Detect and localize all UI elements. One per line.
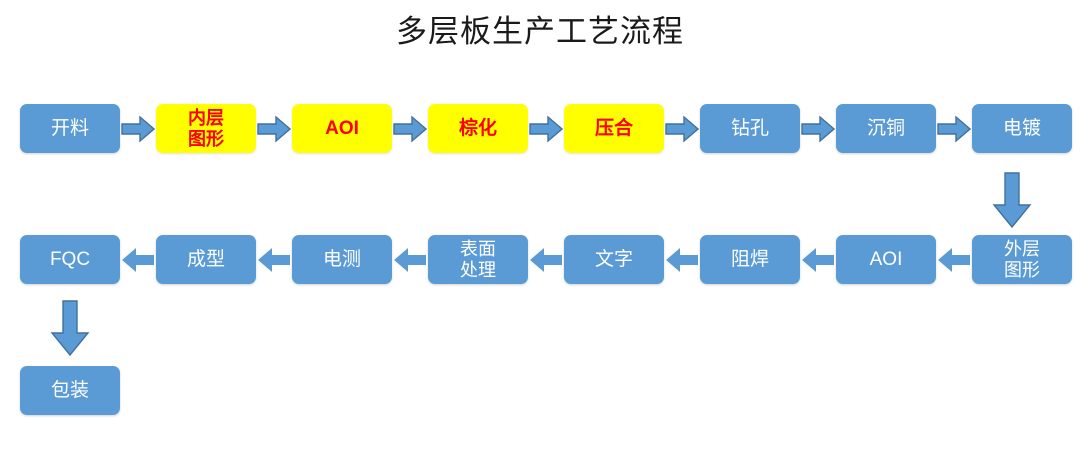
arrow-left-icon xyxy=(936,240,972,280)
arrow-left-icon xyxy=(392,240,428,280)
arrow-down-icon xyxy=(992,172,1032,228)
arrow-right-icon xyxy=(120,109,156,149)
arrow-left-icon xyxy=(256,240,292,280)
arrow-down-icon xyxy=(50,300,90,356)
page-title: 多层板生产工艺流程 xyxy=(396,14,684,49)
process-node-baozhuang[interactable]: 包装 xyxy=(20,366,120,415)
arrow-left-icon xyxy=(664,240,700,280)
process-node-fqc[interactable]: FQC xyxy=(20,235,120,284)
process-node-diance[interactable]: 电测 xyxy=(292,235,392,284)
process-row-3: 包装 xyxy=(20,366,120,415)
process-node-chengxing[interactable]: 成型 xyxy=(156,235,256,284)
process-node-yahe[interactable]: 压合 xyxy=(564,104,664,153)
process-node-kailiao[interactable]: 开料 xyxy=(20,104,120,153)
process-node-waiceng-tuxing[interactable]: 外层 图形 xyxy=(972,235,1072,284)
process-node-aoi-outer[interactable]: AOI xyxy=(836,235,936,284)
process-node-zonghua[interactable]: 棕化 xyxy=(428,104,528,153)
process-node-diandu[interactable]: 电镀 xyxy=(972,104,1072,153)
process-node-chentong[interactable]: 沉铜 xyxy=(836,104,936,153)
process-node-biaomian-chuli[interactable]: 表面 处理 xyxy=(428,235,528,284)
arrow-right-icon xyxy=(256,109,292,149)
arrow-right-icon xyxy=(664,109,700,149)
process-node-neiceng-tuxing[interactable]: 内层 图形 xyxy=(156,104,256,153)
arrow-right-icon xyxy=(800,109,836,149)
arrow-right-icon xyxy=(392,109,428,149)
process-row-1: 开料 内层 图形 AOI 棕化 压合 钻孔 沉铜 xyxy=(20,104,1072,153)
process-node-aoi-inner[interactable]: AOI xyxy=(292,104,392,153)
arrow-left-icon xyxy=(120,240,156,280)
arrow-right-icon xyxy=(528,109,564,149)
arrow-left-icon xyxy=(800,240,836,280)
process-node-zuhan[interactable]: 阻焊 xyxy=(700,235,800,284)
process-node-zuankong[interactable]: 钻孔 xyxy=(700,104,800,153)
arrow-right-icon xyxy=(936,109,972,149)
process-row-2: FQC 成型 电测 表面 处理 文字 阻焊 AOI xyxy=(20,235,1072,284)
arrow-left-icon xyxy=(528,240,564,280)
process-node-wenzi[interactable]: 文字 xyxy=(564,235,664,284)
